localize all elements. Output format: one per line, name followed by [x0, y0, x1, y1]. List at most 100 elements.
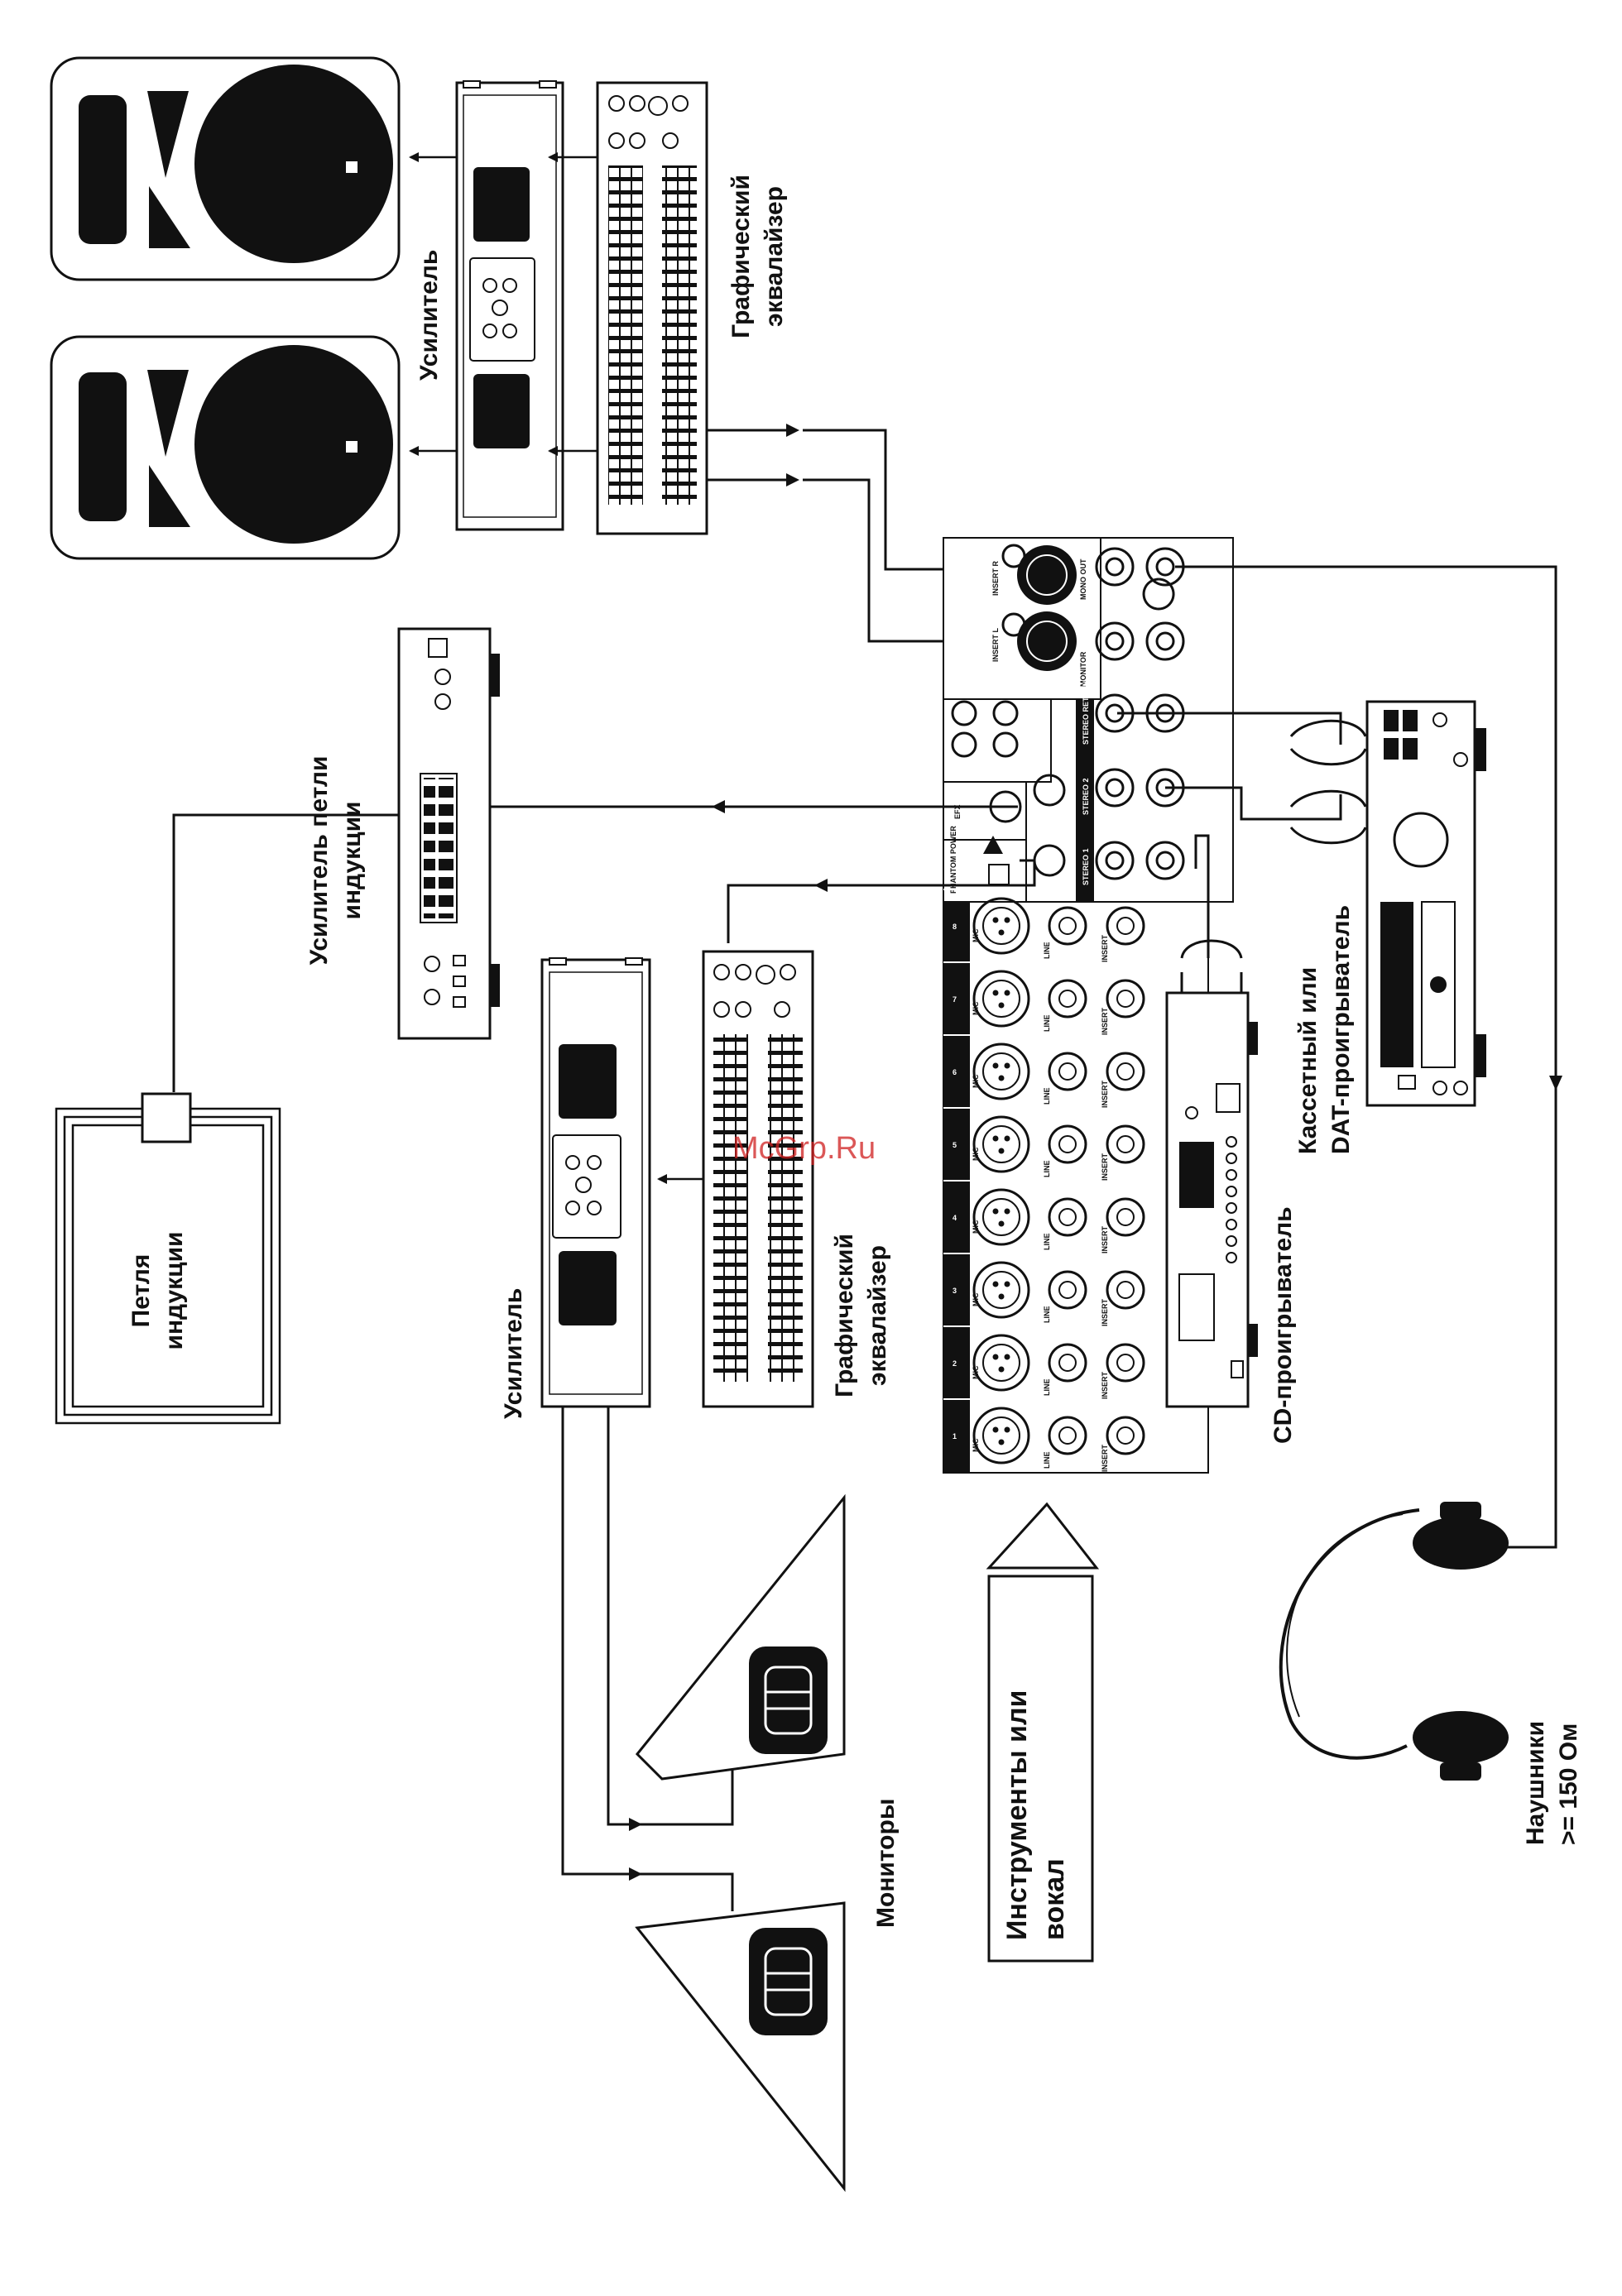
insert-label: INSERT: [1101, 1371, 1109, 1399]
mixer-mono-out-label: MONO OUT: [1079, 558, 1087, 600]
line-input-jack-inner: [1058, 1426, 1077, 1445]
line-input-jack[interactable]: [1048, 979, 1087, 1019]
insert-label: INSERT: [1101, 934, 1109, 962]
induction-loop-label-1: Петля: [127, 1254, 155, 1328]
xlr-mic-input[interactable]: [972, 1407, 1030, 1464]
cable-induction-loop: [172, 813, 399, 1092]
insert-jack[interactable]: [1106, 1416, 1145, 1455]
insert-label: INSERT: [1101, 1444, 1109, 1472]
xlr-mic-input-inner: [982, 1125, 1020, 1163]
graphic-eq-top-label-1: Графический: [727, 175, 755, 338]
mixer-stereo-return-label: STEREO RETURN: [1082, 681, 1090, 745]
line-input-jack[interactable]: [1048, 1270, 1087, 1310]
cable-tape-out: [1165, 786, 1342, 821]
mic-label: MIC: [972, 1292, 980, 1306]
channel-number: 4: [953, 1214, 957, 1222]
mixer-insert-l-label: INSERT L: [991, 627, 1000, 662]
insert-jack[interactable]: [1106, 979, 1145, 1019]
cd-player: [1165, 991, 1258, 1408]
cable-monitor-1: [607, 1407, 734, 1826]
xlr-mic-input[interactable]: [972, 897, 1030, 955]
insert-jack-inner: [1116, 917, 1135, 935]
xlr-mic-input[interactable]: [972, 1115, 1030, 1173]
xlr-pin: [992, 1281, 999, 1287]
insert-jack-inner: [1116, 1354, 1135, 1372]
insert-jack-inner: [1116, 1426, 1135, 1445]
xlr-pin: [1004, 1281, 1010, 1287]
induction-loop: [55, 1092, 281, 1425]
headphones-label-1: Наушники: [1522, 1721, 1549, 1845]
insert-jack[interactable]: [1106, 906, 1145, 946]
insert-jack-inner: [1116, 1062, 1135, 1081]
insert-label: INSERT: [1101, 1225, 1109, 1253]
insert-jack[interactable]: [1106, 1052, 1145, 1091]
cable-cd: [1194, 834, 1210, 958]
graphic-eq-mid-label-2: эквалайзер: [864, 1245, 891, 1386]
channel-number: 8: [953, 923, 957, 931]
insert-jack[interactable]: [1106, 1197, 1145, 1237]
xlr-pin: [1004, 1208, 1010, 1215]
line-input-jack[interactable]: [1048, 1052, 1087, 1091]
loop-amplifier: [397, 627, 500, 1040]
xlr-mic-input-inner: [982, 1052, 1020, 1090]
xlr-mic-input[interactable]: [972, 1043, 1030, 1100]
cable-monitor-2: [561, 1407, 734, 1911]
channel-number: 6: [953, 1068, 957, 1076]
line-input-jack-inner: [1058, 1135, 1077, 1153]
xlr-mic-input[interactable]: [972, 1261, 1030, 1319]
xlr-pin: [998, 1366, 1005, 1373]
xlr-pin: [1004, 1062, 1010, 1069]
xlr-mic-input-inner: [982, 1344, 1020, 1382]
cable-monitor-send: [727, 859, 1036, 943]
instruments-label-1: Инструменты или: [1001, 1690, 1033, 1940]
line-label: LINE: [1043, 1014, 1051, 1032]
channel-number: 2: [953, 1359, 957, 1368]
amplifier-mid-label: Усилитель: [500, 1288, 527, 1419]
amplifier-mid: [540, 957, 651, 1408]
insert-jack[interactable]: [1106, 1124, 1145, 1164]
xlr-mic-input-inner: [982, 907, 1020, 945]
xlr-mic-input[interactable]: [972, 970, 1030, 1028]
line-input-jack-inner: [1058, 917, 1077, 935]
mic-label: MIC: [972, 1438, 980, 1452]
mixer-insert-r-label: INSERT R: [991, 560, 1000, 596]
xlr-pin: [998, 1002, 1005, 1009]
mixer-fx-label: EFX: [953, 804, 962, 819]
xlr-mic-input-inner: [982, 1416, 1020, 1455]
mixer-phantom-label: PHANTOM POWER: [949, 826, 957, 894]
xlr-pin: [1004, 1135, 1010, 1142]
line-label: LINE: [1043, 1233, 1051, 1250]
line-input-jack-inner: [1058, 990, 1077, 1008]
channel-number: 3: [953, 1287, 957, 1295]
xlr-pin: [992, 1062, 999, 1069]
line-label: LINE: [1043, 1378, 1051, 1396]
insert-jack[interactable]: [1106, 1270, 1145, 1310]
headphones: [1279, 1502, 1509, 1781]
xlr-pin: [1004, 990, 1010, 996]
xlr-pin: [998, 1075, 1005, 1081]
line-input-jack[interactable]: [1048, 1343, 1087, 1383]
xlr-pin: [992, 917, 999, 923]
line-input-jack[interactable]: [1048, 1124, 1087, 1164]
xlr-mic-input[interactable]: [972, 1188, 1030, 1246]
line-label: LINE: [1043, 1306, 1051, 1323]
line-input-jack[interactable]: [1048, 1416, 1087, 1455]
insert-jack-inner: [1116, 1208, 1135, 1226]
mic-label: MIC: [972, 1365, 980, 1379]
xlr-mic-input-inner: [982, 980, 1020, 1018]
mic-label: MIC: [972, 1220, 980, 1234]
headphones-label-2: >= 150 Ом: [1555, 1723, 1582, 1845]
tape-dat-label-1: Кассетный или: [1294, 967, 1322, 1154]
line-input-jack[interactable]: [1048, 1197, 1087, 1237]
line-input-jack-inner: [1058, 1208, 1077, 1226]
graphic-eq-top: [596, 81, 708, 535]
mixer-stereo1-label: STEREO 1: [1082, 848, 1090, 885]
line-label: LINE: [1043, 1451, 1051, 1469]
insert-jack[interactable]: [1106, 1343, 1145, 1383]
line-input-jack[interactable]: [1048, 906, 1087, 946]
loop-amplifier-label-1: Усилитель петли: [305, 756, 333, 966]
xlr-mic-input[interactable]: [972, 1334, 1030, 1392]
xlr-pin: [998, 1220, 1005, 1227]
channel-number: 5: [953, 1141, 957, 1149]
